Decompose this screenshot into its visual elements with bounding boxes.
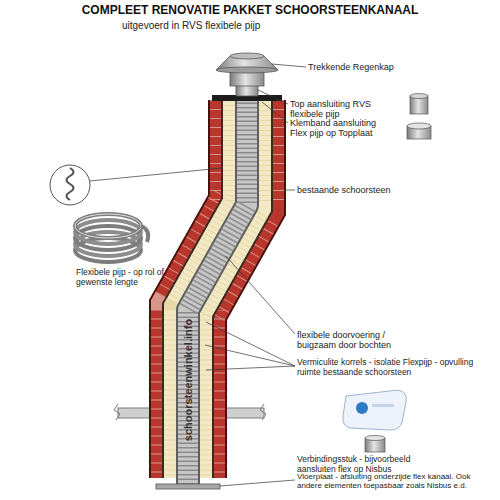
leader-line <box>262 102 288 123</box>
part-label: bestaande schoorsteen <box>297 185 391 195</box>
leader-line <box>206 366 295 370</box>
leader-line <box>206 322 295 366</box>
floor-plate <box>156 484 220 489</box>
subtitle: uitgevoerd in RVS flexibele pijp <box>122 20 260 32</box>
coil-ring <box>75 214 141 238</box>
part-label: Vloerplaat - afsluiting onderzijde flex … <box>297 472 497 490</box>
rain-cap-top <box>230 53 264 59</box>
clamp-band-icon <box>407 123 431 129</box>
leader-line <box>272 64 306 67</box>
coil-ring <box>75 220 141 244</box>
rain-cap-rim <box>216 67 278 73</box>
leader-line <box>205 345 295 366</box>
coil-end <box>141 226 148 242</box>
leader-line <box>226 256 295 334</box>
bag-logo <box>356 402 368 414</box>
leader-line <box>258 90 288 104</box>
part-label: Verbindingsstuk - bijvoorbeeld aansluite… <box>297 455 437 475</box>
part-label: Vermiculite korrels - isolatie Flexpijp … <box>297 358 487 378</box>
break-line <box>114 404 120 420</box>
leader-line <box>220 480 295 486</box>
flex-pipe <box>188 98 247 486</box>
leader-line <box>284 190 295 191</box>
bag-print <box>372 404 394 407</box>
break-line <box>260 404 266 420</box>
part-label: Flexibele pijp - op rol of gewenste leng… <box>76 268 164 288</box>
flex-pipe-body <box>188 98 247 486</box>
watermark: schoorsteenwinkel.info <box>182 319 195 441</box>
part-label: Klemband aansluiting Flex pijp op Toppla… <box>290 118 395 139</box>
flex-pipe-corrugation <box>188 98 247 486</box>
diagram-title: COMPLEET RENOVATIE PAKKET SCHOORSTEENKAN… <box>0 4 500 18</box>
part-label: Top aansluiting RVS flexibele pijp <box>290 99 390 120</box>
top-connector-icon <box>410 94 428 99</box>
flex-pipe-outline <box>188 98 247 486</box>
connector-piece-icon <box>365 436 385 441</box>
part-label: flexibele doorvoering / buigzaam door bo… <box>297 330 409 351</box>
coil-highlight <box>75 214 141 238</box>
flex-pipe-coil <box>75 214 148 262</box>
part-label: Trekkende Regenkap <box>308 62 394 72</box>
vermiculite-bag <box>343 390 406 430</box>
leader-line <box>90 168 222 181</box>
detail-circle <box>50 165 90 205</box>
corrugation-detail <box>67 168 74 200</box>
